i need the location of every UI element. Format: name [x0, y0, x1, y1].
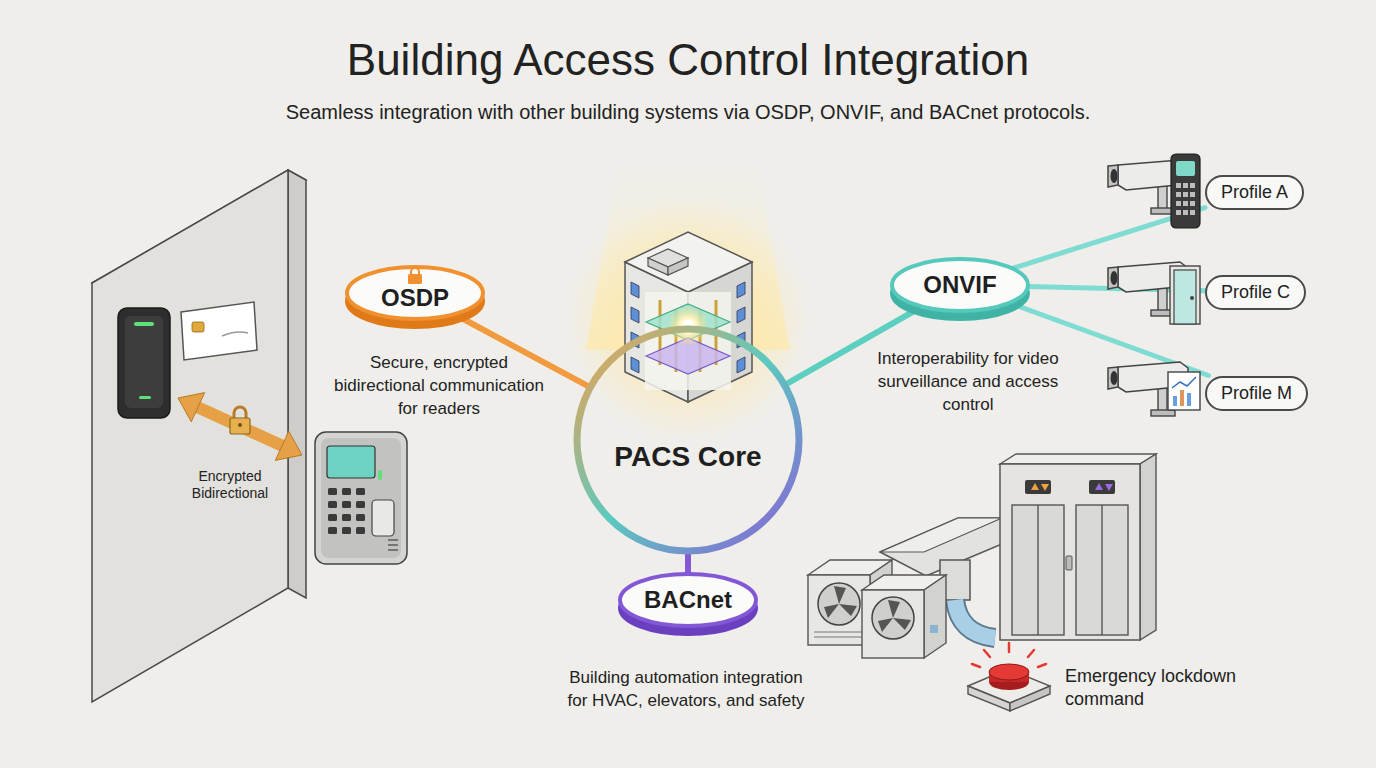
protocol-description: Secure, encrypted bidirectional communic…: [327, 351, 552, 420]
profile-pill: Profile C: [1205, 275, 1306, 310]
profile-pill: Profile M: [1205, 376, 1308, 411]
subtitle: Seamless integration with other building…: [113, 100, 1263, 124]
disc-top: [347, 267, 483, 319]
profile-label: Profile C: [1221, 282, 1290, 303]
keypad-reader: [315, 432, 407, 564]
profile-pill: Profile A: [1205, 175, 1304, 210]
protocol-description: Building automation integration for HVAC…: [559, 666, 814, 712]
emergency-button: [968, 643, 1050, 711]
connector-line: [685, 554, 691, 572]
access-card: [181, 302, 257, 360]
core-circle: PACS Core: [573, 325, 803, 555]
protocol-name: OSDP: [381, 284, 449, 312]
building-icon: [625, 232, 752, 402]
ring-shape: [573, 325, 803, 555]
disc-top: [620, 574, 756, 626]
profile-label: Profile A: [1221, 182, 1288, 203]
core-glow: [568, 170, 808, 440]
protocol-description: Interoperability for video surveillance …: [871, 347, 1066, 416]
callout-label: Emergency lockdown command: [1065, 665, 1265, 711]
ring-outline: [577, 329, 799, 551]
arrow-label: Encrypted Bidirectional: [175, 468, 285, 502]
protocol-name: BACnet: [644, 586, 732, 614]
disc-top: [892, 259, 1028, 311]
connector-line: [456, 315, 587, 386]
hvac-unit: [862, 575, 946, 658]
double-arrow: [178, 393, 302, 461]
core-label: PACS Core: [614, 441, 761, 473]
wall-panel: [92, 170, 306, 702]
chart-icon: [1168, 372, 1200, 410]
protocol-disc: BACnetBuilding automation integration fo…: [618, 570, 758, 638]
protocol-disc: ONVIFInteroperability for video surveill…: [890, 255, 1030, 323]
protocol-disc: OSDPSecure, encrypted bidirectional comm…: [345, 263, 485, 331]
diagram-title: Building Access Control Integration: [0, 34, 1376, 86]
card-reader: [118, 308, 170, 418]
keypad-icon: [1171, 154, 1200, 228]
door-icon: [1170, 266, 1200, 324]
protocol-name: ONVIF: [923, 271, 996, 299]
profile-label: Profile M: [1221, 383, 1292, 404]
lock-body: [408, 274, 422, 284]
elevator-bank: [1000, 454, 1156, 640]
lock-shackle: [411, 268, 419, 275]
